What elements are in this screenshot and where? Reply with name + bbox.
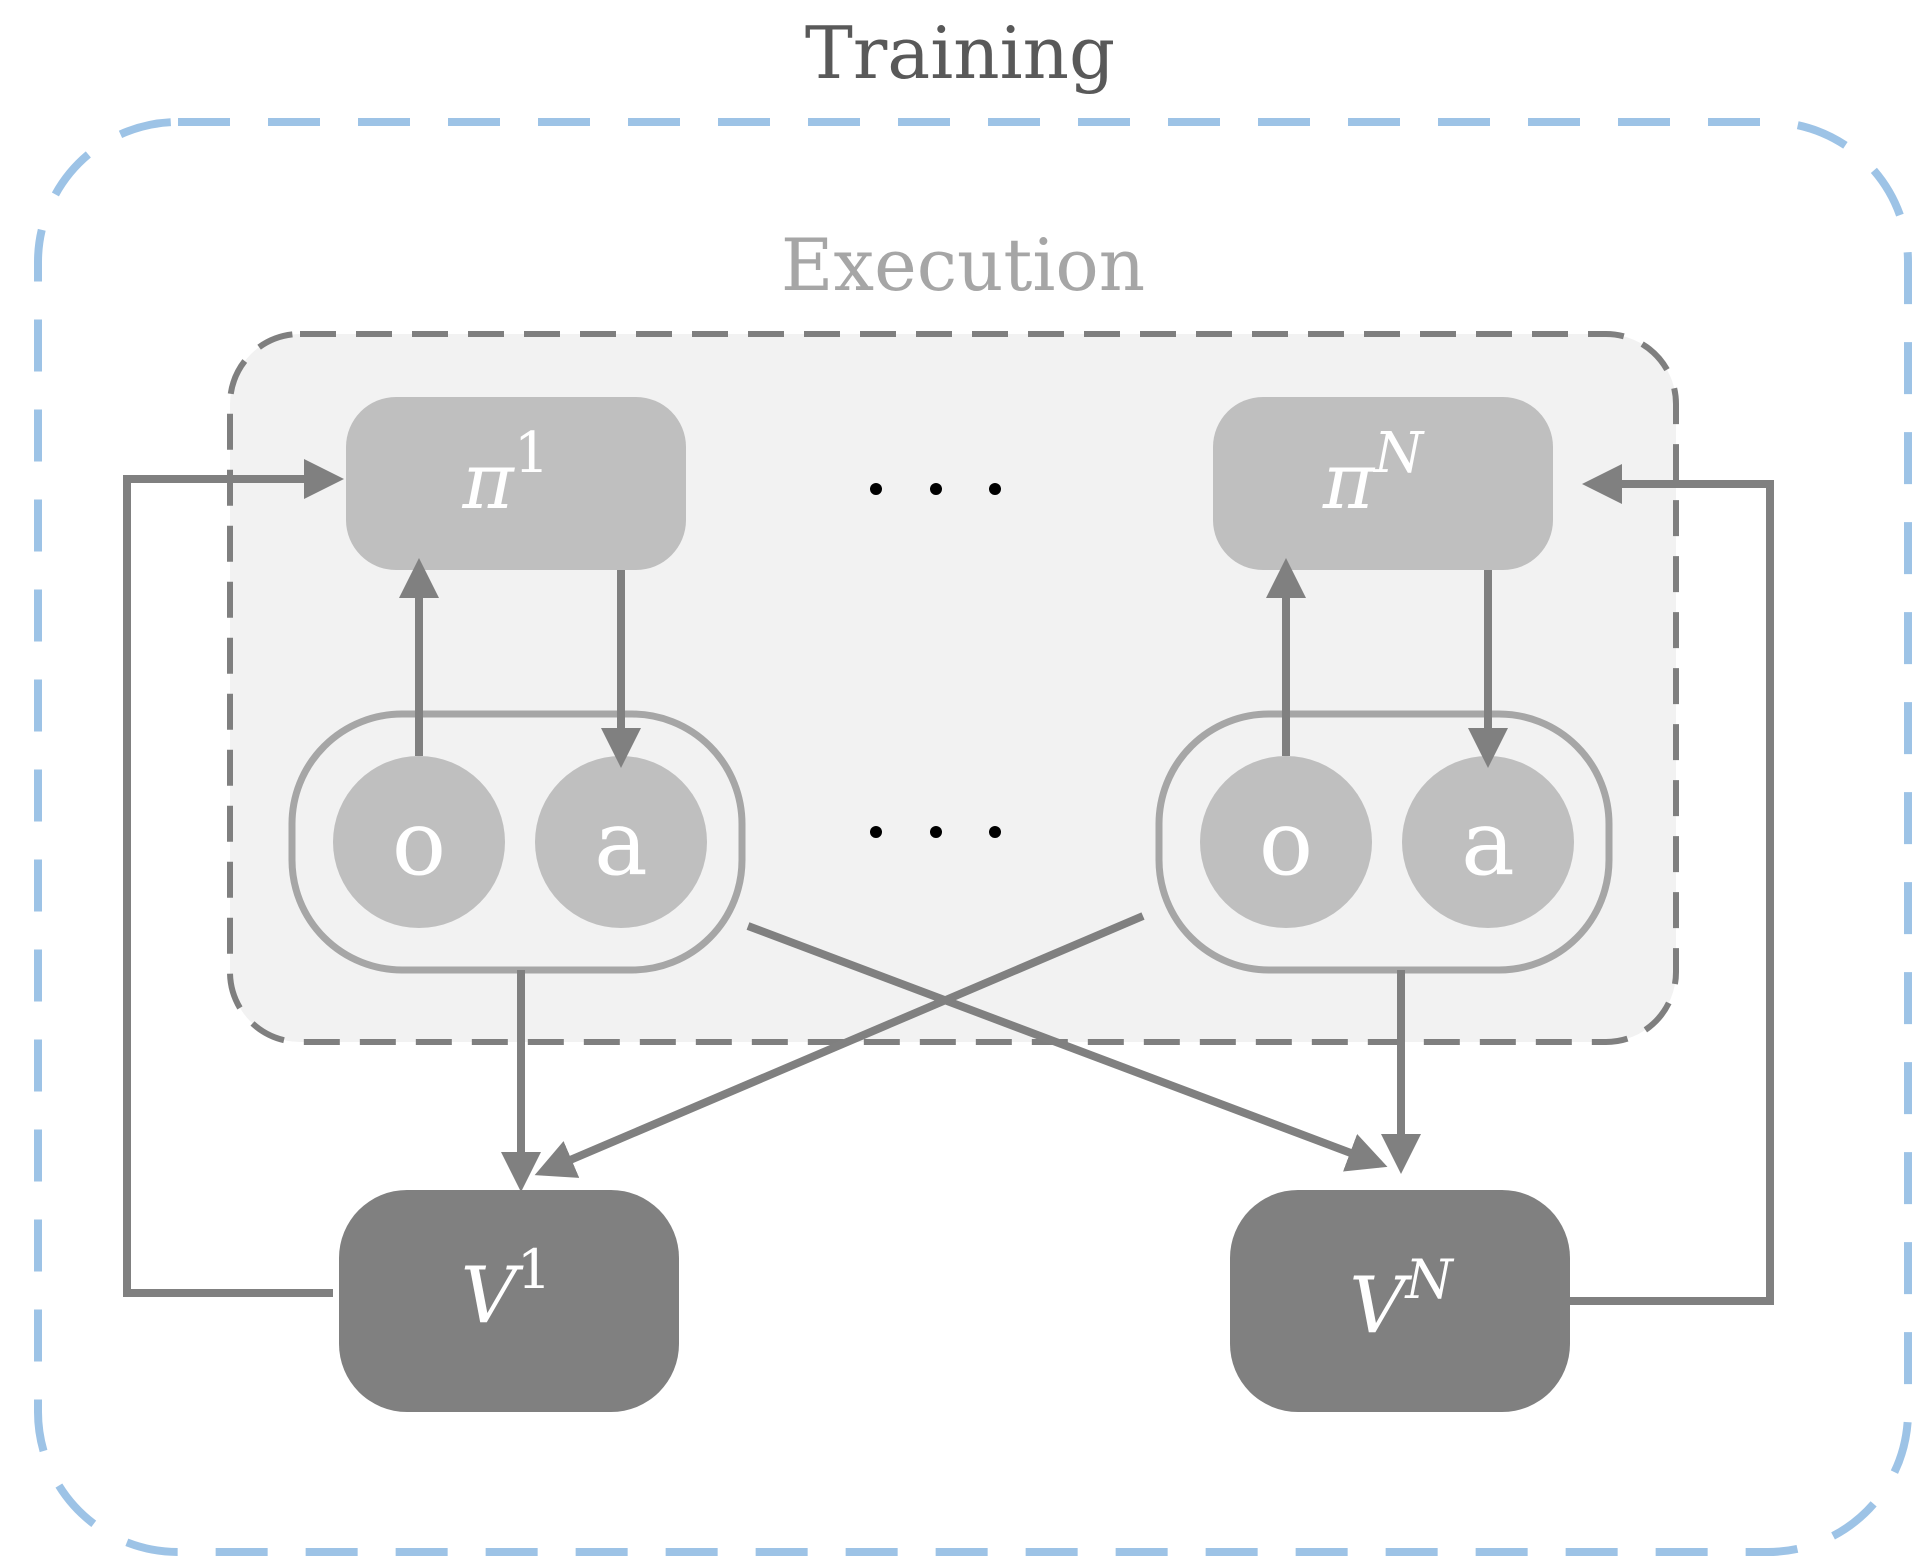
action-1-node [535, 756, 707, 928]
policy-1: π1 [346, 397, 686, 570]
execution-title: Execution [781, 223, 1145, 307]
value-n-box [1230, 1190, 1570, 1412]
observation-1-label: o [392, 791, 446, 896]
value-1-box [339, 1190, 679, 1412]
ellipsis-dot [989, 826, 1001, 838]
training-boundary [34, 118, 1912, 1556]
value-n-label: VN [1349, 1248, 1454, 1351]
ellipsis-dot [989, 483, 1001, 495]
arrows [123, 459, 1774, 1305]
training-title: Training [805, 11, 1115, 95]
arrow-valuen-to-policyn [1570, 464, 1774, 1305]
action-n-node [1402, 756, 1574, 928]
policy-1-label: π1 [462, 421, 550, 527]
arrow-pair1-to-valuen [746, 922, 1388, 1172]
policy-1-box [346, 397, 686, 570]
policy-n-label: πN [1322, 421, 1425, 527]
action-n-label: a [1461, 791, 1515, 896]
value-1: V1 [339, 1190, 679, 1412]
ellipsis-dot [930, 483, 942, 495]
obs-act-pair-1: o a [288, 710, 746, 974]
value-n-superscript: N [1404, 1248, 1455, 1311]
value-n: VN [1230, 1190, 1570, 1412]
policy-n-symbol: π [1322, 437, 1376, 527]
value-1-symbol: V [461, 1251, 524, 1341]
observation-1-node [333, 756, 505, 928]
observation-n-label: o [1259, 791, 1313, 896]
observation-n-node [1200, 756, 1372, 928]
action-1-label: a [594, 791, 648, 896]
policy-n-box [1213, 397, 1553, 570]
arrow-value1-to-policy1 [123, 459, 344, 1297]
policy-n-superscript: N [1372, 421, 1425, 486]
policy-1-superscript: 1 [514, 421, 550, 486]
arrow-pairn-to-value1 [534, 912, 1145, 1178]
value-1-label: V1 [461, 1238, 552, 1341]
value-n-symbol: V [1349, 1261, 1412, 1351]
ellipsis-dot [870, 483, 882, 495]
policy-ellipsis [870, 483, 1001, 495]
policy-n: πN [1213, 397, 1553, 570]
observation-action-ellipsis [870, 826, 1001, 838]
ellipsis-dot [930, 826, 942, 838]
value-1-superscript: 1 [517, 1238, 551, 1301]
ellipsis-dot [870, 826, 882, 838]
policy-1-symbol: π [462, 437, 516, 527]
obs-act-pair-n-container [1155, 710, 1613, 974]
obs-act-pair-n: o a [1155, 710, 1613, 974]
